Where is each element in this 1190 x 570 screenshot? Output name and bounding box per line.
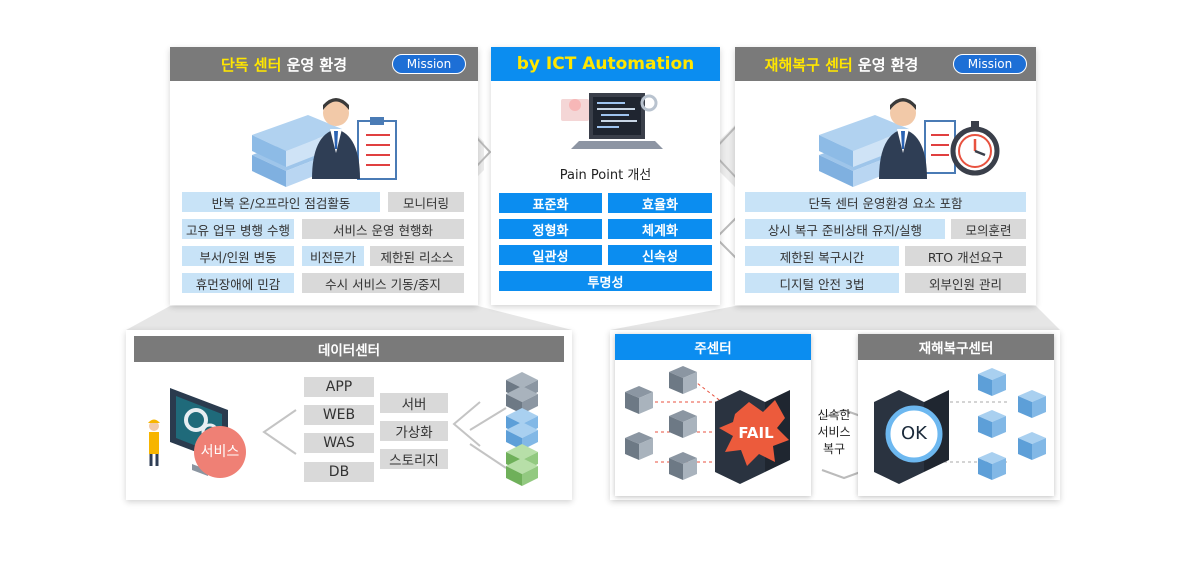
tag-transparency: 투명성 bbox=[499, 271, 712, 291]
tag-human-error-sensitive: 휴먼장애에 민감 bbox=[182, 273, 294, 293]
mission-badge: Mission bbox=[392, 54, 466, 74]
layer-app: APP bbox=[304, 377, 374, 397]
tag-service-start-stop: 수시 서비스 기동/중지 bbox=[302, 273, 464, 293]
layer-web: WEB bbox=[304, 405, 374, 425]
infra-virtualization: 가상화 bbox=[380, 421, 448, 441]
pain-point-caption: Pain Point 개선 bbox=[559, 168, 652, 183]
ict-automation-title: by ICT Automation bbox=[516, 54, 695, 74]
datacenter-header: 데이터센터 bbox=[134, 336, 564, 362]
tag-rto-improvement: RTO 개선요구 bbox=[905, 246, 1026, 266]
dr-center-subheader: 재해복구센터 bbox=[858, 334, 1054, 360]
server-stack-icon bbox=[506, 372, 538, 486]
tag-non-expert: 비전문가 bbox=[302, 246, 364, 266]
standalone-center-title: 단독 센터 운영 환경 bbox=[220, 55, 348, 74]
tag-external-personnel: 외부인원 관리 bbox=[905, 273, 1026, 293]
main-center-box: 주센터 bbox=[615, 334, 811, 496]
tag-mock-drill: 모의훈련 bbox=[951, 219, 1026, 239]
tag-service-update: 서비스 운영 현행화 bbox=[302, 219, 464, 239]
dr-center-box: 재해복구센터 bbox=[858, 334, 1054, 496]
tag-staff-changes: 부서/인원 변동 bbox=[182, 246, 294, 266]
tag-formalization: 정형화 bbox=[499, 219, 602, 239]
tag-ready-state: 상시 복구 준비상태 유지/실행 bbox=[745, 219, 945, 239]
mission-badge: Mission bbox=[953, 54, 1027, 74]
infra-server: 서버 bbox=[380, 393, 448, 413]
tag-repeated-inspection: 반복 온/오프라인 점검활동 bbox=[182, 192, 380, 212]
recovered-servers-illustration bbox=[874, 368, 1046, 484]
recovery-text-line1: 신속한 bbox=[817, 408, 851, 422]
tag-speed: 신속성 bbox=[608, 245, 712, 265]
tag-limited-recovery-time: 제한된 복구시간 bbox=[745, 246, 899, 266]
operator-with-checklist-illustration bbox=[252, 98, 397, 187]
tag-parallel-duties: 고유 업무 병행 수행 bbox=[182, 219, 294, 239]
tag-consistency: 일관성 bbox=[499, 245, 602, 265]
tag-limited-resources: 제한된 리소스 bbox=[370, 246, 464, 266]
main-center-header: 주센터 bbox=[615, 334, 811, 360]
dr-center-title: 재해복구 센터 운영 환경 bbox=[764, 55, 919, 74]
tag-standardization: 표준화 bbox=[499, 193, 602, 213]
dr-center-header: 재해복구 센터 운영 환경 Mission bbox=[735, 47, 1036, 81]
recovery-text-line3: 복구 bbox=[822, 442, 846, 456]
standalone-center-header: 단독 센터 운영 환경 Mission bbox=[170, 47, 478, 81]
layer-was: WAS bbox=[304, 433, 374, 453]
tag-includes-standalone-elements: 단독 센터 운영환경 요소 포함 bbox=[745, 192, 1026, 212]
dr-center-panel: 재해복구 센터 운영 환경 Mission 단독 센터 운영환경 요소 포함 상… bbox=[735, 47, 1036, 305]
infra-storage: 스토리지 bbox=[380, 449, 448, 469]
operator-with-stopwatch-illustration bbox=[819, 98, 1000, 187]
ict-automation-panel: by ICT Automation Pain Point 개선 표준화 효율화 … bbox=[491, 47, 720, 305]
ok-label: OK bbox=[901, 423, 927, 444]
standalone-center-panel: 단독 센터 운영 환경 Mission 반복 온/오프라인 점검활동 모니터링 … bbox=[170, 47, 478, 305]
datacenter-panel: 데이터센터 서비스 APP WEB WAS DB 서버 가상화 스토리지 bbox=[126, 330, 572, 500]
flow-arrows bbox=[262, 401, 507, 469]
dr-panel: 주센터 bbox=[610, 330, 1060, 500]
tag-monitoring: 모니터링 bbox=[388, 192, 464, 212]
ict-automation-header: by ICT Automation bbox=[491, 47, 720, 81]
tag-systematization: 체계화 bbox=[608, 219, 712, 239]
tag-digital-safety-laws: 디지털 안전 3법 bbox=[745, 273, 899, 293]
failed-servers-illustration bbox=[625, 366, 790, 484]
service-monitor-illustration bbox=[148, 388, 246, 478]
laptop-code-icon bbox=[561, 93, 663, 149]
service-label: 서비스 bbox=[200, 444, 240, 460]
tag-efficiency: 효율화 bbox=[608, 193, 712, 213]
fail-label: FAIL bbox=[738, 424, 774, 442]
layer-db: DB bbox=[304, 462, 374, 482]
recovery-text-line2: 서비스 bbox=[817, 425, 851, 439]
